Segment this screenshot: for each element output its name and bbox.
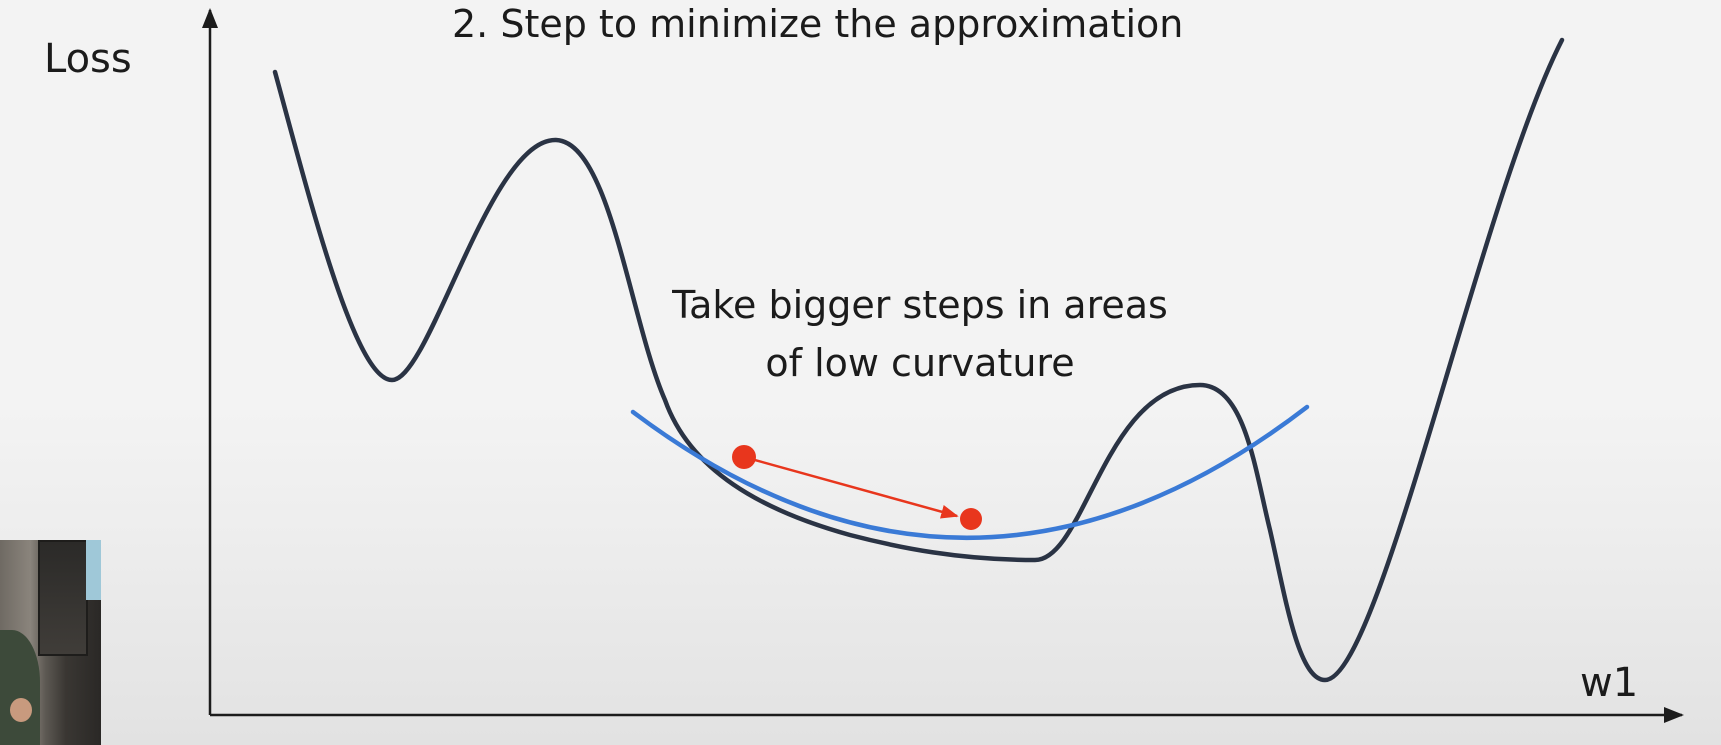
webcam-presenter — [0, 630, 40, 745]
webcam-background-window — [86, 540, 101, 600]
webcam-inset — [0, 540, 101, 745]
slide-title: 2. Step to minimize the approximation — [452, 2, 1184, 46]
annotation-line-1: Take bigger steps in areas — [672, 283, 1168, 327]
annotation-line-2: of low curvature — [765, 341, 1075, 385]
curvature-annotation: Take bigger steps in areas of low curvat… — [640, 276, 1200, 392]
quadratic-approximation-curve — [630, 404, 1310, 540]
loss-curve — [272, 37, 1565, 683]
step-arrow — [743, 455, 959, 519]
y-axis-label: Loss — [44, 36, 132, 82]
x-axis-label: w1 — [1580, 660, 1639, 706]
current-point — [732, 445, 756, 469]
webcam-background-shelf — [38, 540, 88, 656]
webcam-presenter-hand — [10, 698, 32, 722]
next-point — [960, 508, 982, 530]
